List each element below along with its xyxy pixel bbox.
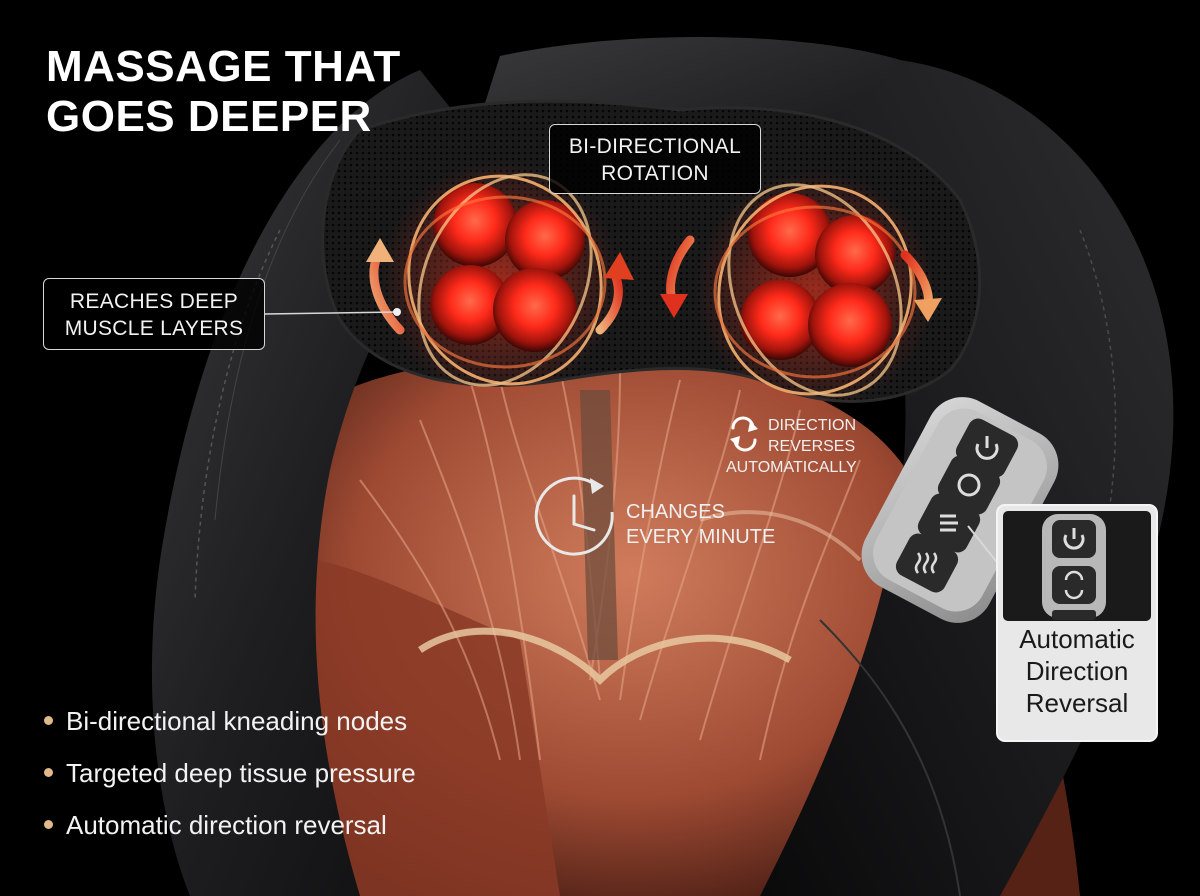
headline-line-2: GOES DEEPER xyxy=(46,92,372,141)
clock-icon xyxy=(534,476,614,556)
inset-label: Automatic Direction Reversal xyxy=(997,623,1157,719)
annotation-changes-every-minute: CHANGES EVERY MINUTE xyxy=(626,500,826,550)
inset-zoom xyxy=(996,504,1158,742)
direction-reverse-icon xyxy=(730,416,758,452)
callout-deep-muscle-layers: REACHES DEEP MUSCLE LAYERS xyxy=(43,278,265,350)
inset-power-icon xyxy=(1063,534,1085,550)
callout-rotation-line-1: BI-DIRECTIONAL xyxy=(568,135,742,158)
intensity-button[interactable] xyxy=(914,490,983,556)
feature-bullet: Bi-directional kneading nodes xyxy=(44,700,416,752)
bullet-dot-icon xyxy=(44,768,53,777)
annot-reverses-line-3: AUTOMATICALLY xyxy=(726,459,857,476)
inset-label-line-1: Automatic xyxy=(1019,624,1135,654)
bullet-dot-icon xyxy=(44,716,53,725)
feature-bullet-text: Automatic direction reversal xyxy=(66,810,387,840)
annot-reverses-line-1: DIRECTION xyxy=(768,417,856,434)
page-headline: MASSAGE THAT GOES DEEPER xyxy=(46,42,466,142)
inset-label-line-3: Reversal xyxy=(1025,688,1129,718)
feature-bullet-text: Bi-directional kneading nodes xyxy=(66,706,408,736)
feature-bullet-list: Bi-directional kneading nodes Targeted d… xyxy=(44,700,416,856)
intensity-icon xyxy=(940,514,958,532)
feature-bullet: Automatic direction reversal xyxy=(44,804,416,856)
callout-rotation-line-2: ROTATION xyxy=(601,162,709,185)
callout-muscle-line-1: REACHES DEEP xyxy=(69,290,239,313)
left-strap xyxy=(151,70,500,896)
heat-button[interactable] xyxy=(892,530,961,596)
callout-muscle-line-2: MUSCLE LAYERS xyxy=(64,317,244,340)
rotation-arrows xyxy=(366,235,942,335)
callout-bi-directional-rotation: BI-DIRECTIONAL ROTATION xyxy=(549,124,761,194)
annot-minute-line-1: CHANGES xyxy=(626,501,725,523)
annotation-direction-reverses: DIRECTION REVERSES AUTOMATICALLY xyxy=(726,415,896,478)
heat-icon xyxy=(914,552,938,574)
feature-bullet-text: Targeted deep tissue pressure xyxy=(66,758,416,788)
bullet-dot-icon xyxy=(44,820,53,829)
power-icon xyxy=(975,443,999,460)
inset-label-line-2: Direction xyxy=(1025,656,1129,686)
direction-icon xyxy=(957,473,981,497)
feature-bullet: Targeted deep tissue pressure xyxy=(44,752,416,804)
annot-minute-line-2: EVERY MINUTE xyxy=(626,526,776,548)
inset-direction-icon xyxy=(1064,570,1084,600)
headline-line-1: MASSAGE THAT xyxy=(46,42,401,91)
annot-reverses-line-2: REVERSES xyxy=(768,438,856,455)
